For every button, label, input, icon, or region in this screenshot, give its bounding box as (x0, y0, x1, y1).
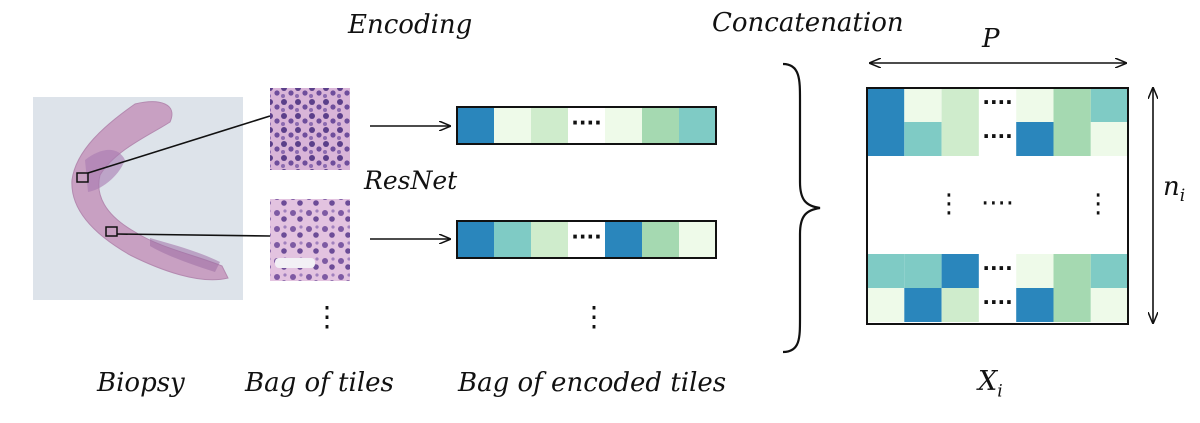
vector-1-cell (642, 107, 679, 144)
vector-1-cell (679, 107, 716, 144)
matrix-row-1-cell (1090, 88, 1129, 122)
n-subscript: i (1179, 186, 1186, 207)
matrix-row-1-ellipsis: ···· (982, 90, 1012, 114)
connector-line-1 (87, 115, 271, 174)
x-subscript: i (997, 381, 1003, 402)
matrix-vertical-ellipsis: ⋮ (1085, 189, 1111, 219)
matrix-row-2-cell (867, 122, 905, 156)
concatenation-title: Concatenation (712, 8, 904, 38)
matrix-row-1-cell (941, 88, 979, 122)
vector-2-cell (679, 221, 716, 258)
vector-1-border (456, 106, 717, 145)
matrix-row-2-ellipsis-cell (978, 122, 1017, 156)
vector-1-cell (531, 107, 568, 144)
tiles-vertical-dots: ⋮ (313, 300, 341, 333)
biopsy-label: Biopsy (97, 368, 185, 398)
tile-image-2-gap (275, 258, 315, 268)
matrix-row-2-cell (904, 122, 942, 156)
matrix-row-4-cell (1016, 288, 1054, 322)
encoded-vertical-dots: ⋮ (580, 300, 608, 333)
encoded-vector-1: ···· (456, 106, 717, 145)
matrix-middle-ellipsis: ···· (981, 189, 1014, 219)
matrix-row-3-cell (867, 254, 905, 288)
concatenation-brace (782, 62, 821, 354)
x-symbol: X (978, 366, 998, 397)
matrix-row-2-cell (1016, 122, 1054, 156)
vector-2-ellipsis-cell (568, 221, 605, 258)
encoded-vector-2: ···· (456, 220, 717, 259)
vector-1-ellipsis: ···· (571, 111, 601, 135)
matrix-row-1-ellipsis-cell (978, 88, 1017, 122)
matrix-row-2-cell (941, 122, 979, 156)
vector-1-ellipsis-cell (568, 107, 605, 144)
encoding-title: Encoding (348, 10, 473, 40)
vector-1-cell (457, 107, 494, 144)
matrix-label: Xi (978, 366, 1003, 401)
matrix-row-4-cell (1090, 288, 1129, 322)
p-dimension-label: P (982, 24, 1000, 54)
matrix-row-2-ellipsis: ···· (982, 124, 1012, 148)
tissue-dark-region (85, 149, 125, 192)
resnet-label: ResNet (364, 166, 458, 195)
vector-1-cell (494, 107, 531, 144)
vector-2-cell (605, 221, 642, 258)
matrix-row-4-ellipsis-cell (978, 288, 1017, 322)
vector-1-cell (605, 107, 642, 144)
matrix-row-3-cell (1016, 254, 1054, 288)
bag-of-tiles-label: Bag of tiles (245, 368, 394, 398)
vector-2-ellipsis: ···· (571, 225, 601, 249)
tile-image-1 (270, 88, 350, 170)
tissue-dark-region-2 (150, 238, 220, 272)
n-dimension-label: ni (1163, 172, 1185, 206)
vector-2-cell (531, 221, 568, 258)
matrix-row-1-cell (904, 88, 942, 122)
matrix-row-3-cell (941, 254, 979, 288)
matrix-border (866, 87, 1129, 325)
connector-line-2 (116, 233, 271, 237)
biopsy-slide (33, 97, 243, 300)
matrix-row-3-cell (1053, 254, 1091, 288)
matrix-row-3-ellipsis: ···· (982, 256, 1012, 280)
matrix-row-3-cell (1090, 254, 1129, 288)
matrix-row-2-cell (1090, 122, 1129, 156)
tile-image-2 (270, 199, 350, 281)
matrix-row-1-cell (1016, 88, 1054, 122)
matrix-row-3-ellipsis-cell (978, 254, 1017, 288)
vector-2-cell (494, 221, 531, 258)
matrix-row-4-ellipsis: ···· (982, 290, 1012, 314)
tile-marker-2 (105, 226, 118, 237)
matrix-row-3-cell (904, 254, 942, 288)
matrix-row-2-cell (1053, 122, 1091, 156)
matrix-row-4-cell (867, 288, 905, 322)
vector-2-border (456, 220, 717, 259)
feature-matrix: ···· ···· ···· ···· ⋮ ···· ⋮ (867, 88, 1129, 322)
matrix-vertical-ellipsis: ⋮ (936, 189, 962, 219)
matrix-row-4-cell (1053, 288, 1091, 322)
n-symbol: n (1163, 172, 1180, 202)
vector-2-cell (457, 221, 494, 258)
matrix-row-1-cell (1053, 88, 1091, 122)
vector-2-cell (642, 221, 679, 258)
matrix-row-4-cell (904, 288, 942, 322)
matrix-row-4-cell (941, 288, 979, 322)
tile-marker-1 (76, 172, 89, 183)
bag-of-encoded-tiles-label: Bag of encoded tiles (458, 368, 727, 398)
matrix-row-1-cell (867, 88, 905, 122)
